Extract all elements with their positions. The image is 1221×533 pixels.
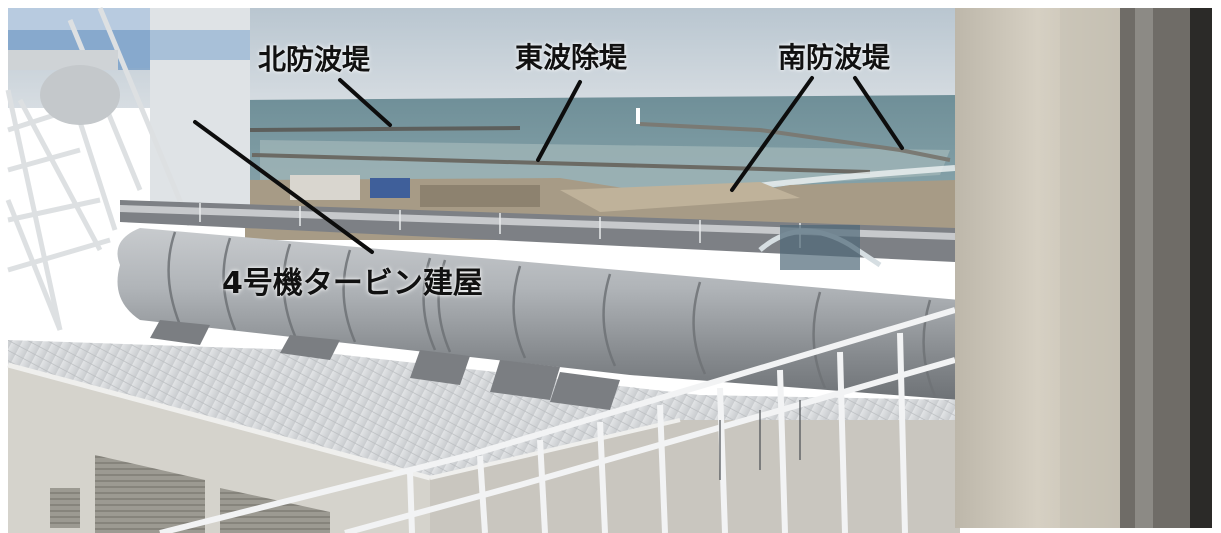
railing (159, 307, 956, 533)
east-breakwater (251, 153, 871, 174)
window-frame (1120, 8, 1195, 528)
vent-louver (95, 455, 205, 533)
pointer-line-east (536, 80, 582, 162)
label-south-breakwater: 南防波堤 (778, 41, 891, 74)
north-breakwater (247, 126, 521, 132)
vent-louver (220, 488, 330, 533)
pointer-line-south-a (730, 76, 814, 192)
pointer-line-turbine (193, 120, 374, 254)
label-east-breakwater: 東波除堤 (515, 41, 628, 74)
label-north-breakwater: 北防波堤 (258, 43, 371, 76)
label-turbine-building: 4号機タービン建屋 (222, 266, 483, 301)
pointer-line-south-b (853, 76, 904, 150)
exhaust-duct (117, 228, 960, 410)
pointer-line-north (338, 78, 392, 127)
south-breakwater (639, 122, 951, 162)
